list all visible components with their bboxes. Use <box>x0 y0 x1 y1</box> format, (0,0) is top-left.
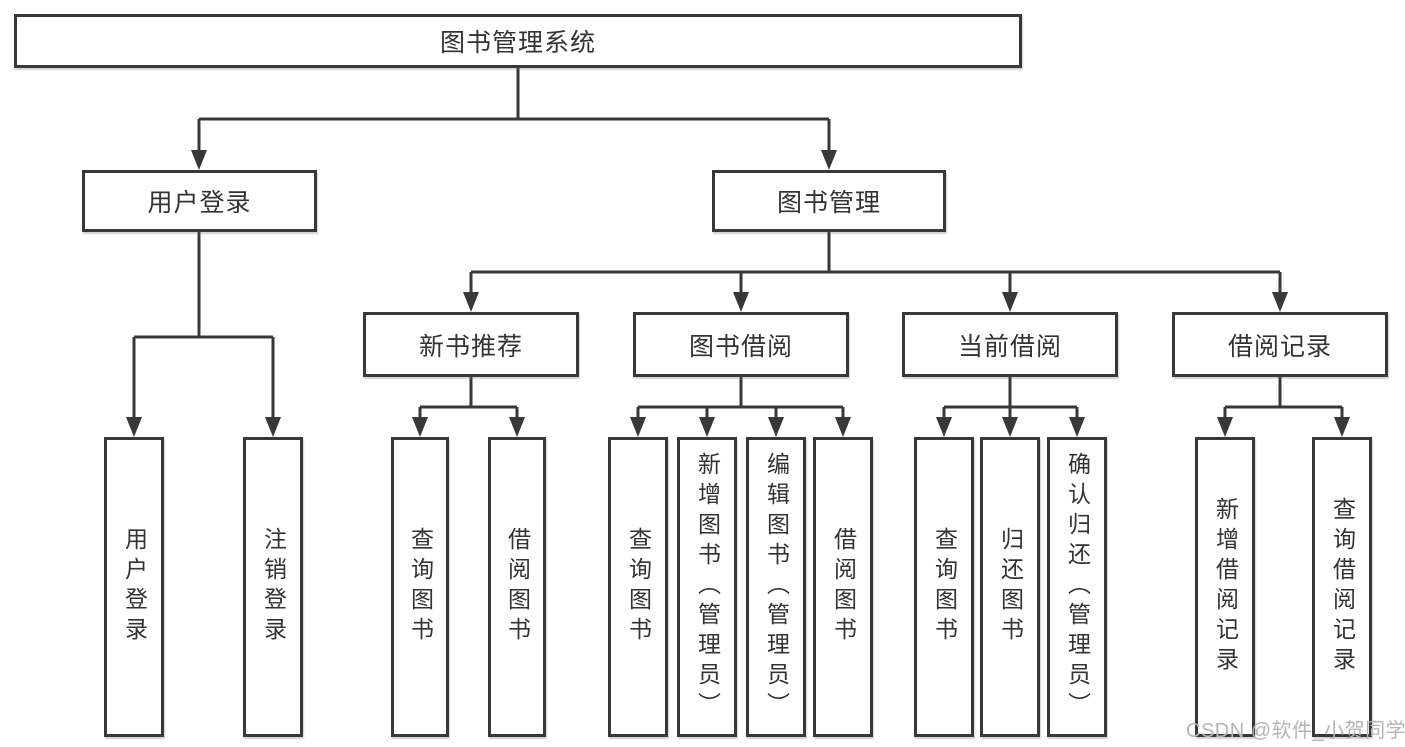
node-root: 图书管理系统 <box>14 14 1022 68</box>
node-borrow-books-action: 借阅图书 <box>813 437 873 737</box>
node-confirm-return-admin: 确认归还（管理员） <box>1047 437 1107 737</box>
node-borrow-books-action-label: 借阅图书 <box>830 527 857 647</box>
node-borrow-books-recommend-label: 借阅图书 <box>504 527 531 647</box>
node-logout-action-label: 注销登录 <box>260 527 287 647</box>
node-query-books-current-label: 查询图书 <box>931 527 958 647</box>
node-book-borrowing: 图书借阅 <box>633 312 849 377</box>
node-new-book-recommendation-label: 新书推荐 <box>418 332 523 361</box>
node-user-login-action-label: 用户登录 <box>121 527 148 647</box>
node-add-borrow-record-label: 新增借阅记录 <box>1212 497 1239 677</box>
node-return-books: 归还图书 <box>980 437 1040 737</box>
node-query-books-recommend-label: 查询图书 <box>407 527 434 647</box>
node-add-borrow-record: 新增借阅记录 <box>1195 437 1255 737</box>
node-book-management-label: 图书管理 <box>776 189 881 217</box>
node-add-books-admin-label: 新增图书（管理员） <box>694 452 721 722</box>
node-user-login-label: 用户登录 <box>147 189 252 217</box>
node-confirm-return-admin-label: 确认归还（管理员） <box>1064 452 1091 722</box>
node-current-borrowing-label: 当前借阅 <box>957 332 1062 361</box>
node-book-borrowing-label: 图书借阅 <box>688 332 793 361</box>
node-edit-books-admin-label: 编辑图书（管理员） <box>763 452 790 722</box>
node-user-login: 用户登录 <box>82 170 317 232</box>
node-borrowing-records: 借阅记录 <box>1172 312 1388 377</box>
node-query-books-recommend: 查询图书 <box>391 437 449 737</box>
node-query-books-borrowing-label: 查询图书 <box>625 527 652 647</box>
node-book-management: 图书管理 <box>712 170 946 232</box>
node-edit-books-admin: 编辑图书（管理员） <box>746 437 806 737</box>
node-return-books-label: 归还图书 <box>997 527 1024 647</box>
node-borrow-books-recommend: 借阅图书 <box>488 437 546 737</box>
node-borrowing-records-label: 借阅记录 <box>1227 332 1332 361</box>
node-query-borrow-record-label: 查询借阅记录 <box>1329 497 1356 677</box>
node-current-borrowing: 当前借阅 <box>902 312 1118 377</box>
node-query-books-current: 查询图书 <box>914 437 974 737</box>
csdn-watermark: CSDN @软件_小贺同学 <box>1186 720 1405 742</box>
node-new-book-recommendation: 新书推荐 <box>363 312 579 377</box>
node-user-login-action: 用户登录 <box>104 437 164 737</box>
node-root-label: 图书管理系统 <box>439 29 596 57</box>
node-logout-action: 注销登录 <box>243 437 303 737</box>
node-query-borrow-record: 查询借阅记录 <box>1312 437 1372 737</box>
node-query-books-borrowing: 查询图书 <box>608 437 668 737</box>
node-add-books-admin: 新增图书（管理员） <box>677 437 737 737</box>
